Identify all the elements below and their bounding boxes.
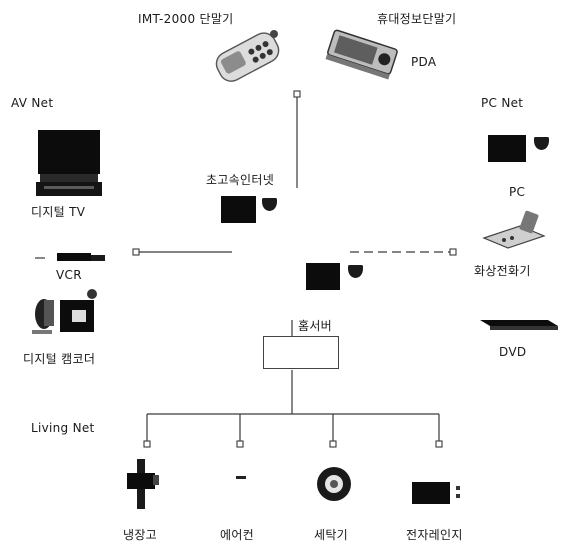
vcr-icon xyxy=(35,253,105,261)
air-conditioner-icon xyxy=(236,476,246,479)
pda-terminal-label: 휴대정보단말기 xyxy=(377,12,457,26)
pda-icon xyxy=(325,29,398,80)
pc-net-label: PC Net xyxy=(481,96,524,110)
digital-camcorder-label: 디지털 캠코더 xyxy=(23,352,96,366)
living-net-label: Living Net xyxy=(31,421,95,435)
digital-tv-label: 디지털 TV xyxy=(31,205,86,219)
high-speed-internet-label: 초고속인터넷 xyxy=(206,173,275,187)
refrigerator-icon xyxy=(127,459,159,509)
node-aircon xyxy=(236,440,244,448)
tv-icon xyxy=(36,130,102,196)
camcorder-icon xyxy=(32,289,97,334)
node-fridge xyxy=(143,440,151,448)
pc-monitor-icon xyxy=(488,135,526,162)
av-net-label: AV Net xyxy=(11,96,54,110)
node-mobile xyxy=(293,90,301,98)
pc-mouse-icon xyxy=(534,137,549,150)
air-conditioner-label: 에어컨 xyxy=(220,528,255,542)
microwave-icon xyxy=(412,482,460,504)
node-pc xyxy=(449,248,457,256)
video-phone-label: 화상전화기 xyxy=(474,264,531,278)
gateway-monitor-icon xyxy=(306,263,340,290)
mouse-icon xyxy=(262,198,277,211)
node-washer xyxy=(329,440,337,448)
gateway-mouse-icon xyxy=(348,265,363,278)
refrigerator-label: 냉장고 xyxy=(123,528,158,542)
dvd-player-icon xyxy=(480,320,558,330)
mobile-phone-icon xyxy=(215,30,280,82)
node-microwave xyxy=(435,440,443,448)
home-server-label: 홈서버 xyxy=(298,319,333,333)
imt2000-label: IMT-2000 단말기 xyxy=(138,12,234,26)
videophone-icon xyxy=(482,210,546,249)
washing-machine-icon xyxy=(317,467,351,501)
washing-machine-label: 세탁기 xyxy=(314,528,349,542)
pda-label: PDA xyxy=(411,55,437,69)
pc-label: PC xyxy=(509,185,526,199)
microwave-label: 전자레인지 xyxy=(406,528,463,542)
node-av xyxy=(132,248,140,256)
vcr-label: VCR xyxy=(56,268,82,282)
monitor-icon xyxy=(221,196,256,223)
home-server-box xyxy=(263,336,339,369)
dvd-label: DVD xyxy=(499,345,527,359)
